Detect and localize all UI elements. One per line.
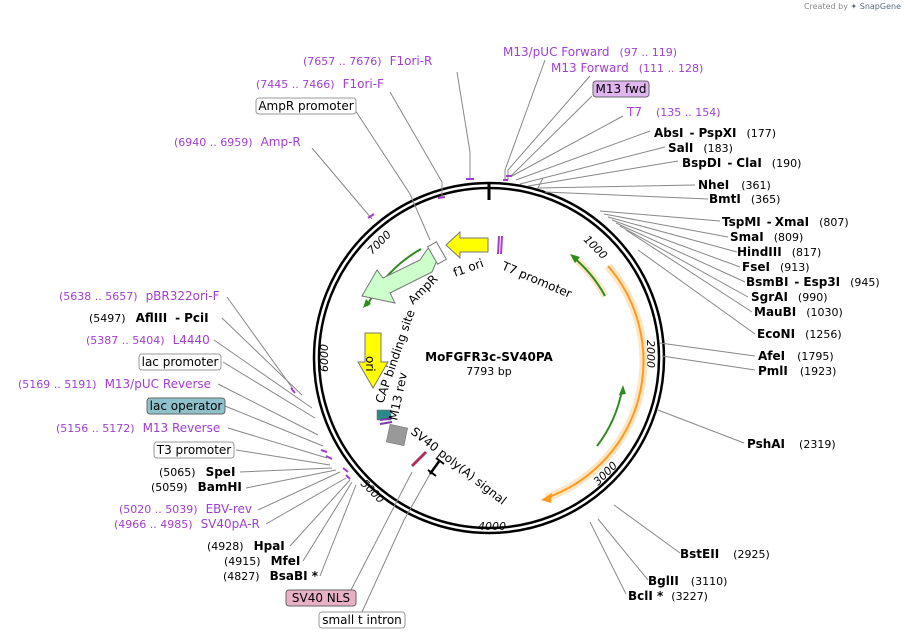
primer-t7: T7(135 .. 154) <box>626 105 721 119</box>
sv40-nls-mark <box>410 450 428 468</box>
leader-lines <box>213 59 756 613</box>
primer-labels: (7657 .. 7676)F1ori-R (7445 .. 7466)F1or… <box>18 45 721 531</box>
primer-m13-forward: M13 Forward(111 .. 128) <box>551 61 703 75</box>
f1-ori-arrow <box>445 230 489 260</box>
primer-l4440: (5387 .. 5404)L4440 <box>86 333 210 347</box>
site-nhei: NheI(361) <box>698 178 771 192</box>
ori-label: ori <box>363 356 377 372</box>
site-afei: AfeI(1795) <box>758 349 834 363</box>
t7-primer-mark <box>500 235 503 255</box>
site-mfei: (4915)MfeI <box>224 554 300 568</box>
primer-f1ori-f: (7445 .. 7466)F1ori-F <box>256 77 384 91</box>
site-tspmi-xmai: TspMI-XmaI(807) <box>722 215 849 229</box>
ampr-promoter-block <box>426 241 448 265</box>
primer-ebv-rev: (5020 .. 5039)EBV-rev <box>119 502 252 516</box>
tick-label: 7000 <box>365 228 394 257</box>
m13-fwd-label: M13 fwd <box>596 82 647 96</box>
site-sgrai: SgrAI(990) <box>751 290 828 304</box>
boxed-feature-labels: AmpR promoter M13 fwd lac promoter lac o… <box>138 80 650 629</box>
t3-promoter-label: T3 promoter <box>156 443 232 457</box>
site-bsmbi-esp3i: BsmBI-Esp3I(945) <box>746 275 880 289</box>
lac-operator-label: lac operator <box>150 399 223 413</box>
right-restriction-sites: AbsI-PspXI(177) SalI(183) BspDI-ClaI(190… <box>628 126 880 603</box>
primer-amp-r: (6940 .. 6959)Amp-R <box>174 135 301 149</box>
sv40-nls-label: SV40 NLS <box>292 591 350 605</box>
left-restriction-sites: (5497)AflIII-PciI (5065)SpeI (5059)BamHI… <box>89 311 319 583</box>
sv40-polya-label: SV40 poly(A) signal <box>408 424 509 507</box>
tick-label: 1000 <box>581 233 610 262</box>
site-maubi: MauBI(1030) <box>754 305 843 319</box>
map-features: ori <box>357 230 503 477</box>
primer-m13-puc-forward: M13/pUC Forward(97 .. 119) <box>503 45 677 59</box>
watermark-brand: SnapGene <box>859 2 901 11</box>
site-pmli: PmlI(1923) <box>758 364 836 378</box>
lac-promoter-label: lac promoter <box>142 355 219 369</box>
site-bsabi: (4827)BsaBI * <box>223 569 319 583</box>
small-t-intron-label: small t intron <box>322 613 402 627</box>
site-bsteii: BstEII(2925) <box>680 547 770 561</box>
site-hpai: (4928)HpaI <box>207 539 285 553</box>
orf-arrowhead-icon <box>541 493 552 503</box>
t7-promoter-label: T7 promoter <box>499 258 574 300</box>
site-spei: (5065)SpeI <box>159 465 235 479</box>
primer-m13-puc-reverse: (5169 .. 5191)M13/pUC Reverse <box>18 377 211 391</box>
f1-ori-label: f1 ori <box>451 256 485 280</box>
site-econi: EcoNI(1256) <box>757 327 842 341</box>
site-absi-pspxi: AbsI-PspXI(177) <box>654 126 776 140</box>
primer-sv40pa-r: (4966 .. 4985)SV40pA-R <box>114 517 260 531</box>
watermark: Created by ✦ SnapGene <box>804 2 901 11</box>
site-bspdi-clai: BspDI-ClaI(190) <box>682 156 801 170</box>
orf-arrowhead-icon <box>619 385 626 395</box>
watermark-prefix: Created by <box>803 2 848 11</box>
site-bmti: BmtI(365) <box>709 192 780 206</box>
orf-arrows <box>363 248 648 503</box>
snapgene-logo-icon: ✦ <box>850 2 858 11</box>
tick-label: 5000 <box>358 477 387 506</box>
ampr-promoter-label: AmpR promoter <box>258 99 353 113</box>
tick-label: 6000 <box>318 344 331 372</box>
site-bamhi: (5059)BamHI <box>151 480 242 494</box>
map-feature-labels: f1 ori T7 promoter AmpR CAP binding site… <box>373 256 574 508</box>
plasmid-length: 7793 bp <box>466 365 511 378</box>
primer-ticks <box>290 175 512 480</box>
orf-arrowhead-icon <box>570 254 580 263</box>
primer-f1ori-r: (7657 .. 7676)F1ori-R <box>303 54 432 68</box>
site-bglii: BglII(3110) <box>648 574 727 588</box>
ampr-arrow <box>361 245 441 304</box>
site-sali: SalI(183) <box>668 141 733 155</box>
ori-arrow <box>357 332 389 390</box>
site-pshai: PshAI(2319) <box>747 437 836 451</box>
sv40-polya-block <box>386 424 408 446</box>
t7-promoter-mark <box>497 235 500 255</box>
site-hindiii: HindIII(817) <box>737 245 821 259</box>
primer-m13-reverse: (5156 .. 5172)M13 Reverse <box>56 421 220 435</box>
tick-label: 4000 <box>478 520 506 533</box>
plasmid-name: MoFGFR3c-SV40PA <box>425 350 553 364</box>
site-bcli: BclI *(3227) <box>628 589 708 603</box>
primer-pbr322ori-f: (5638 .. 5657)pBR322ori-F <box>59 289 220 303</box>
plasmid-backbone <box>312 181 666 535</box>
site-afliii-pcii: (5497)AflIII-PciI <box>89 311 209 325</box>
orf-arrowhead-icon <box>363 299 371 308</box>
site-fsei: FseI(913) <box>742 260 810 274</box>
site-smai: SmaI(809) <box>730 230 803 244</box>
